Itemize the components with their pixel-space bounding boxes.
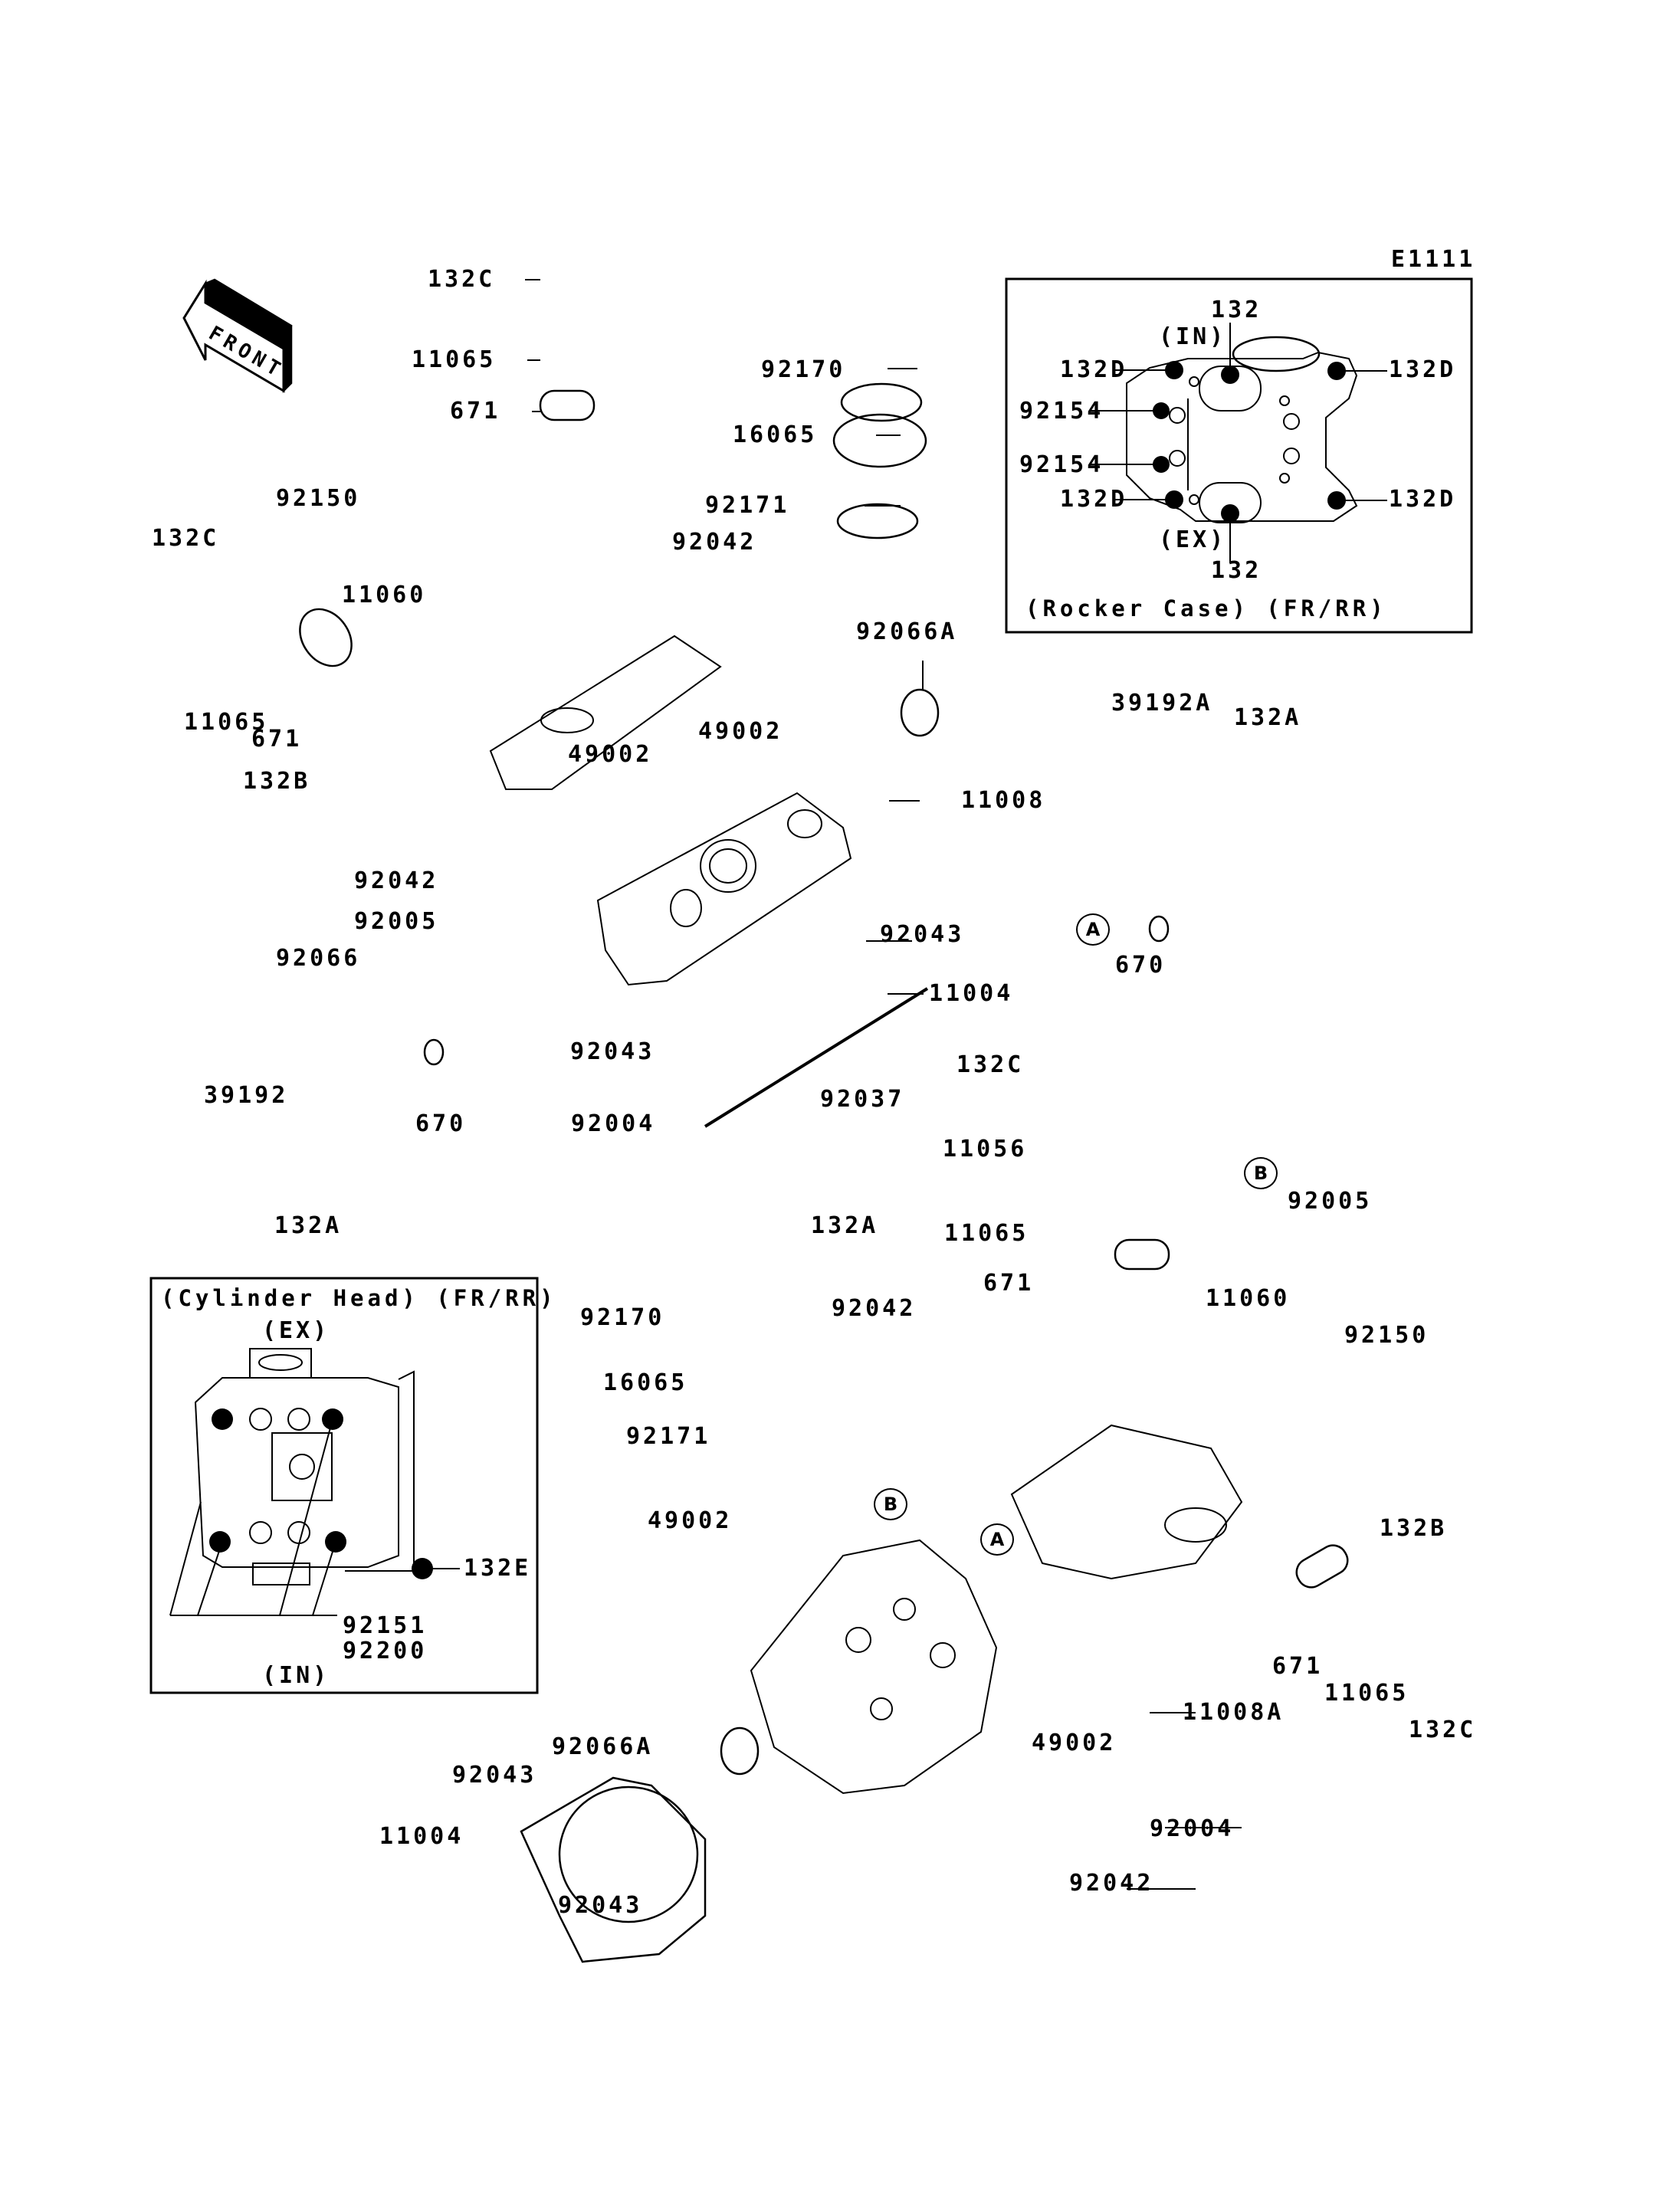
callout-49002[interactable]: 49002 — [568, 741, 653, 768]
reference-marker-b: B — [874, 1488, 907, 1520]
callout-16065[interactable]: 16065 — [733, 421, 818, 448]
front-cylinder-head-drawing — [489, 635, 852, 986]
callout-671[interactable]: 671 — [1272, 1653, 1324, 1680]
rocker-intake-label: (IN) — [1159, 323, 1227, 350]
callout-132b[interactable]: 132B — [243, 768, 311, 795]
rocker-case-leader-lines — [1090, 323, 1387, 563]
callout-92043[interactable]: 92043 — [558, 1892, 643, 1919]
reference-marker-a: A — [980, 1523, 1014, 1556]
front-arrow-icon — [182, 278, 293, 394]
reference-marker-a: A — [1076, 913, 1110, 946]
callout-671[interactable]: 671 — [251, 726, 303, 753]
callout-670[interactable]: 670 — [1115, 952, 1166, 979]
callout-11004[interactable]: 11004 — [929, 980, 1014, 1007]
callout-49002[interactable]: 49002 — [1032, 1730, 1117, 1756]
callout-11008[interactable]: 11008 — [961, 787, 1046, 814]
callout-132c[interactable]: 132C — [152, 525, 220, 552]
callout-92171[interactable]: 92171 — [626, 1423, 711, 1450]
cylinder-head-callout-92151[interactable]: 92151 — [343, 1612, 428, 1639]
callout-92066[interactable]: 92066 — [276, 945, 361, 972]
rocker-callout-132d[interactable]: 132D — [1060, 486, 1128, 513]
rocker-case-caption: (Rocker Case) (FR/RR) — [1025, 595, 1387, 621]
callout-132b[interactable]: 132B — [1380, 1515, 1448, 1542]
callout-11060[interactable]: 11060 — [1206, 1285, 1291, 1312]
rocker-callout-132d[interactable]: 132D — [1389, 486, 1457, 513]
callout-92170[interactable]: 92170 — [580, 1304, 665, 1331]
callout-11065[interactable]: 11065 — [1324, 1680, 1409, 1707]
cylinder-head-bolt-markers — [209, 1408, 433, 1579]
callout-11004[interactable]: 11004 — [379, 1823, 464, 1850]
rocker-callout-92154[interactable]: 92154 — [1019, 451, 1104, 478]
callout-leader-lines — [525, 279, 1242, 1890]
rocker-callout-92154[interactable]: 92154 — [1019, 398, 1104, 425]
rocker-callout-132d[interactable]: 132D — [1389, 356, 1457, 383]
cylinder-head-leader-lines — [169, 1418, 460, 1616]
callout-92043[interactable]: 92043 — [452, 1762, 537, 1789]
callout-92042[interactable]: 92042 — [832, 1295, 917, 1322]
callout-132c[interactable]: 132C — [956, 1051, 1025, 1078]
callout-11065[interactable]: 11065 — [184, 709, 269, 736]
callout-39192a[interactable]: 39192A — [1111, 690, 1213, 716]
callout-671[interactable]: 671 — [983, 1270, 1035, 1297]
callout-11065[interactable]: 11065 — [944, 1220, 1029, 1247]
callout-16065[interactable]: 16065 — [603, 1369, 688, 1396]
reference-marker-b: B — [1244, 1157, 1278, 1189]
callout-11056[interactable]: 11056 — [943, 1136, 1028, 1162]
callout-92150[interactable]: 92150 — [276, 485, 361, 512]
callout-92042[interactable]: 92042 — [354, 867, 439, 894]
rocker-exhaust-label: (EX) — [1159, 526, 1227, 553]
callout-11060[interactable]: 11060 — [342, 582, 427, 608]
callout-49002[interactable]: 49002 — [698, 718, 783, 745]
rocker-case-drawing — [1126, 351, 1358, 523]
callout-92037[interactable]: 92037 — [820, 1086, 905, 1113]
callout-671[interactable]: 671 — [450, 398, 501, 425]
callout-132a[interactable]: 132A — [1234, 704, 1302, 731]
callout-49002[interactable]: 49002 — [648, 1507, 733, 1534]
rear-cylinder-head-drawing — [750, 1424, 1243, 1795]
cylinder-head-callout-92200[interactable]: 92200 — [343, 1638, 428, 1664]
callout-132a[interactable]: 132A — [274, 1212, 343, 1239]
rocker-callout-132d[interactable]: 132D — [1060, 356, 1128, 383]
cylinder-head-callout-132e[interactable]: 132E — [464, 1555, 532, 1582]
rocker-callout-132[interactable]: 132 — [1211, 557, 1262, 584]
callout-92066a[interactable]: 92066A — [552, 1733, 654, 1760]
callout-11008a[interactable]: 11008A — [1183, 1699, 1285, 1726]
callout-92043[interactable]: 92043 — [570, 1038, 655, 1065]
callout-11065[interactable]: 11065 — [412, 346, 497, 373]
callout-132a[interactable]: 132A — [811, 1212, 879, 1239]
callout-92004[interactable]: 92004 — [1150, 1815, 1235, 1842]
callout-39192[interactable]: 39192 — [204, 1082, 289, 1109]
parts-shapes — [299, 336, 1349, 1963]
callout-92043[interactable]: 92043 — [880, 921, 965, 948]
callout-670[interactable]: 670 — [415, 1110, 467, 1137]
callout-132c[interactable]: 132C — [428, 266, 496, 293]
diagram-code: E1111 — [1391, 246, 1476, 273]
rocker-callout-132[interactable]: 132 — [1211, 297, 1262, 323]
callout-92004[interactable]: 92004 — [571, 1110, 656, 1137]
callout-92042[interactable]: 92042 — [672, 529, 757, 556]
callout-92005[interactable]: 92005 — [1288, 1188, 1373, 1215]
cylinder-head-intake-label: (IN) — [262, 1662, 330, 1689]
callout-132c[interactable]: 132C — [1409, 1717, 1477, 1743]
callout-92066a[interactable]: 92066A — [856, 618, 958, 645]
cylinder-head-open-bolts — [249, 1408, 310, 1544]
callout-92171[interactable]: 92171 — [705, 492, 790, 519]
cylinder-head-inset-drawing — [194, 1348, 415, 1585]
rocker-case-inset-frame — [1005, 277, 1473, 634]
cylinder-head-caption: (Cylinder Head) (FR/RR) — [161, 1285, 557, 1311]
callout-92150[interactable]: 92150 — [1344, 1322, 1429, 1349]
cylinder-head-exhaust-label: (EX) — [262, 1317, 330, 1344]
callout-92042[interactable]: 92042 — [1069, 1870, 1154, 1897]
rocker-case-bolt-markers — [1153, 361, 1346, 523]
callout-92170[interactable]: 92170 — [761, 356, 846, 383]
callout-92005[interactable]: 92005 — [354, 908, 439, 935]
cylinder-head-inset-frame — [149, 1277, 539, 1694]
